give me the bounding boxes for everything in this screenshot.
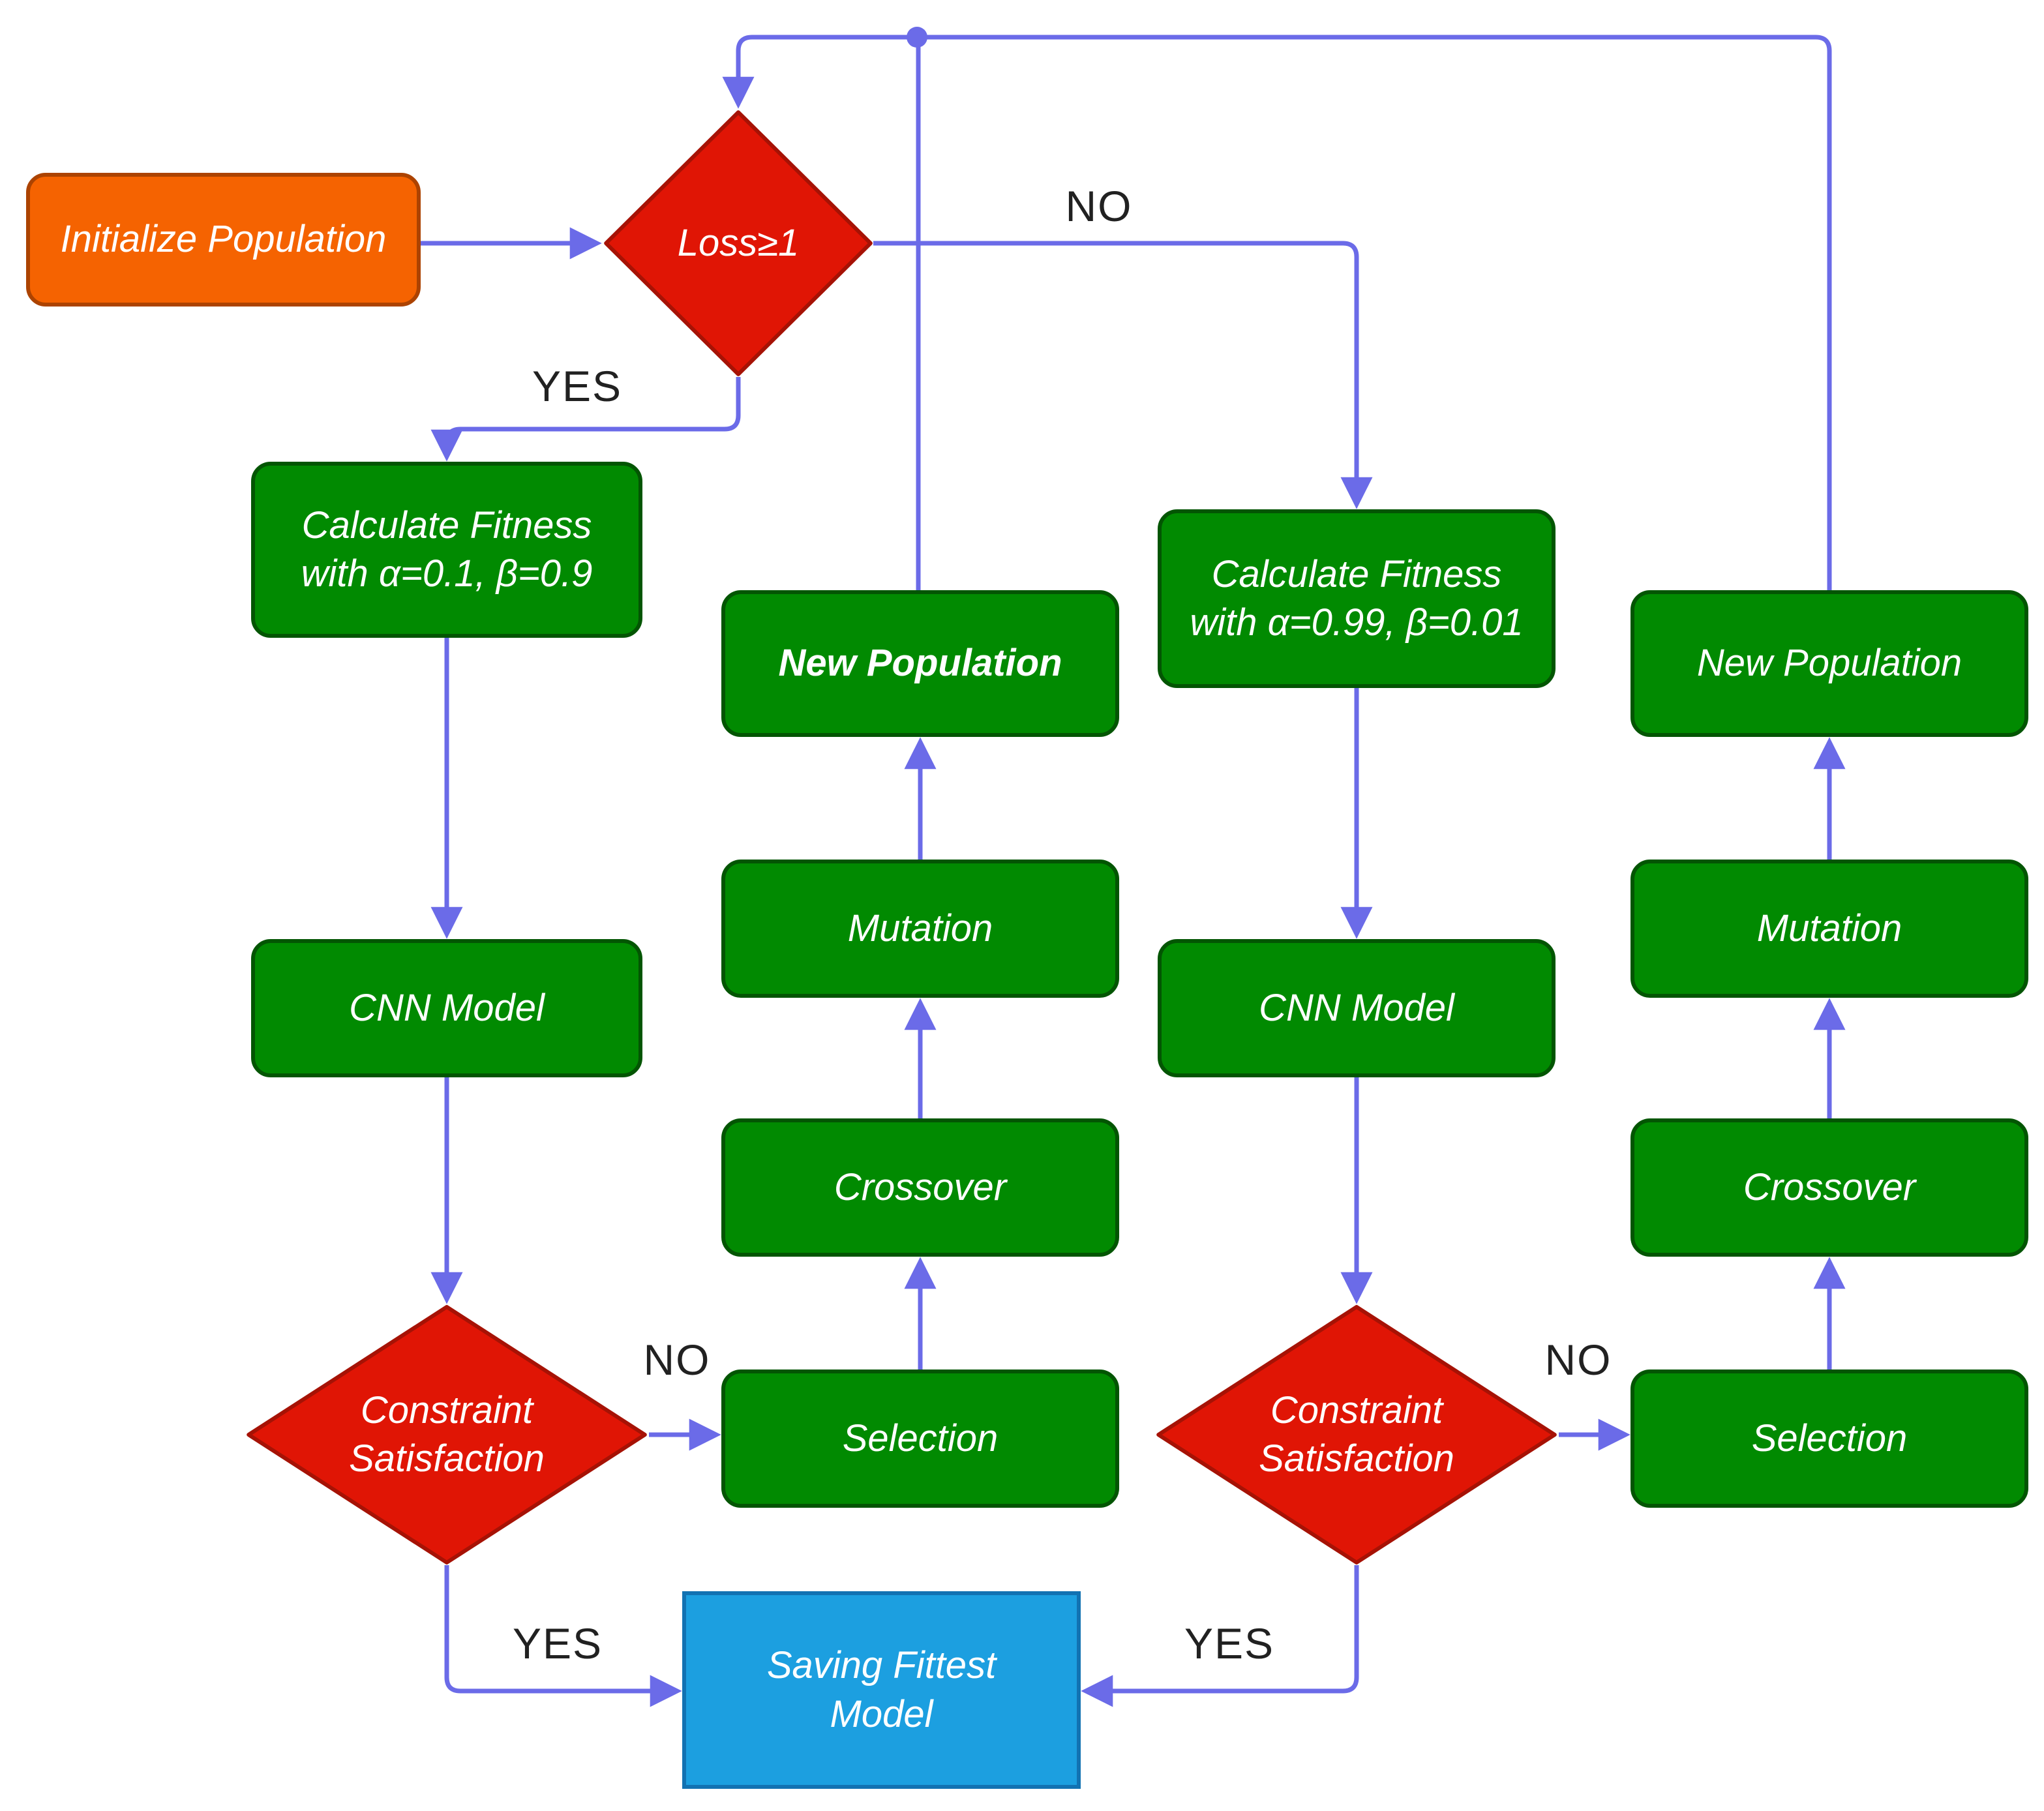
node-saving-fittest-model-label: Saving Fittest Model — [766, 1644, 997, 1735]
node-cnn-model-right: CNN Model — [1158, 939, 1556, 1077]
edge-label-constraint-right-no: NO — [1544, 1336, 1612, 1384]
edge-label-loss-no: NO — [1065, 182, 1133, 230]
edge-label-loss-yes: YES — [532, 362, 623, 410]
node-crossover-right-label: Crossover — [1743, 1165, 1916, 1208]
edge-loss-no-to-calcfitness-right — [873, 241, 1373, 509]
node-cnn-model-left: CNN Model — [251, 939, 642, 1077]
node-calculate-fitness-left-label: Calculate Fitness with α=0.1, β=0.9 — [301, 503, 593, 595]
node-cnn-model-right-label: CNN Model — [1259, 986, 1454, 1029]
edge-label-constraint-left-no: NO — [643, 1336, 711, 1384]
edge-newpop-right-feedback-loop — [722, 35, 1832, 590]
decision-loss-check-label: Loss≥1 — [677, 221, 800, 264]
node-mutation-mid-label: Mutation — [847, 906, 993, 950]
decision-constraint-satisfaction-left: Constraint Satisfaction — [245, 1304, 649, 1565]
node-calculate-fitness-right: Calculate Fitness with α=0.99, β=0.01 — [1158, 509, 1556, 688]
node-new-population-mid-label: New Population — [778, 642, 1062, 685]
edge-label-constraint-right-yes: YES — [1184, 1619, 1275, 1668]
diamond-shape — [1154, 1304, 1559, 1565]
decision-constraint-satisfaction-left-label: Constraint Satisfaction — [349, 1388, 545, 1480]
node-calculate-fitness-right-label: Calculate Fitness with α=0.99, β=0.01 — [1190, 552, 1524, 644]
node-calculate-fitness-left: Calculate Fitness with α=0.1, β=0.9 — [251, 462, 642, 638]
node-initialize-population: Initialize Population — [26, 173, 421, 307]
diamond-shape — [603, 110, 873, 377]
node-selection-mid: Selection — [721, 1369, 1119, 1508]
decision-constraint-satisfaction-right-label: Constraint Satisfaction — [1259, 1388, 1454, 1480]
node-mutation-right-label: Mutation — [1756, 906, 1902, 950]
node-selection-mid-label: Selection — [842, 1416, 999, 1459]
edge-label-constraint-left-yes: YES — [512, 1619, 603, 1668]
edge-constraint-right-yes-to-save — [1081, 1565, 1359, 1707]
edge-constraint-left-yes-to-save — [444, 1565, 682, 1707]
node-new-population-right: New Population — [1631, 590, 2028, 737]
node-crossover-right: Crossover — [1631, 1118, 2028, 1257]
node-cnn-model-left-label: CNN Model — [349, 986, 545, 1029]
decision-loss-check: Loss≥1 — [603, 110, 873, 377]
decision-constraint-satisfaction-right: Constraint Satisfaction — [1154, 1304, 1559, 1565]
node-new-population-mid: New Population — [721, 590, 1119, 737]
node-saving-fittest-model: Saving Fittest Model — [682, 1591, 1081, 1789]
node-initialize-population-label: Initialize Population — [60, 218, 387, 261]
edge-junction-dot — [907, 27, 927, 48]
node-crossover-mid: Crossover — [721, 1118, 1119, 1257]
node-mutation-right: Mutation — [1631, 860, 2028, 998]
node-new-population-right-label: New Population — [1696, 642, 1962, 685]
node-selection-right-label: Selection — [1751, 1416, 1908, 1459]
node-crossover-mid-label: Crossover — [834, 1165, 1007, 1208]
edge-loss-yes-to-calcfitness-left — [430, 377, 741, 462]
diamond-shape — [245, 1304, 649, 1565]
node-selection-right: Selection — [1631, 1369, 2028, 1508]
node-mutation-mid: Mutation — [721, 860, 1119, 998]
